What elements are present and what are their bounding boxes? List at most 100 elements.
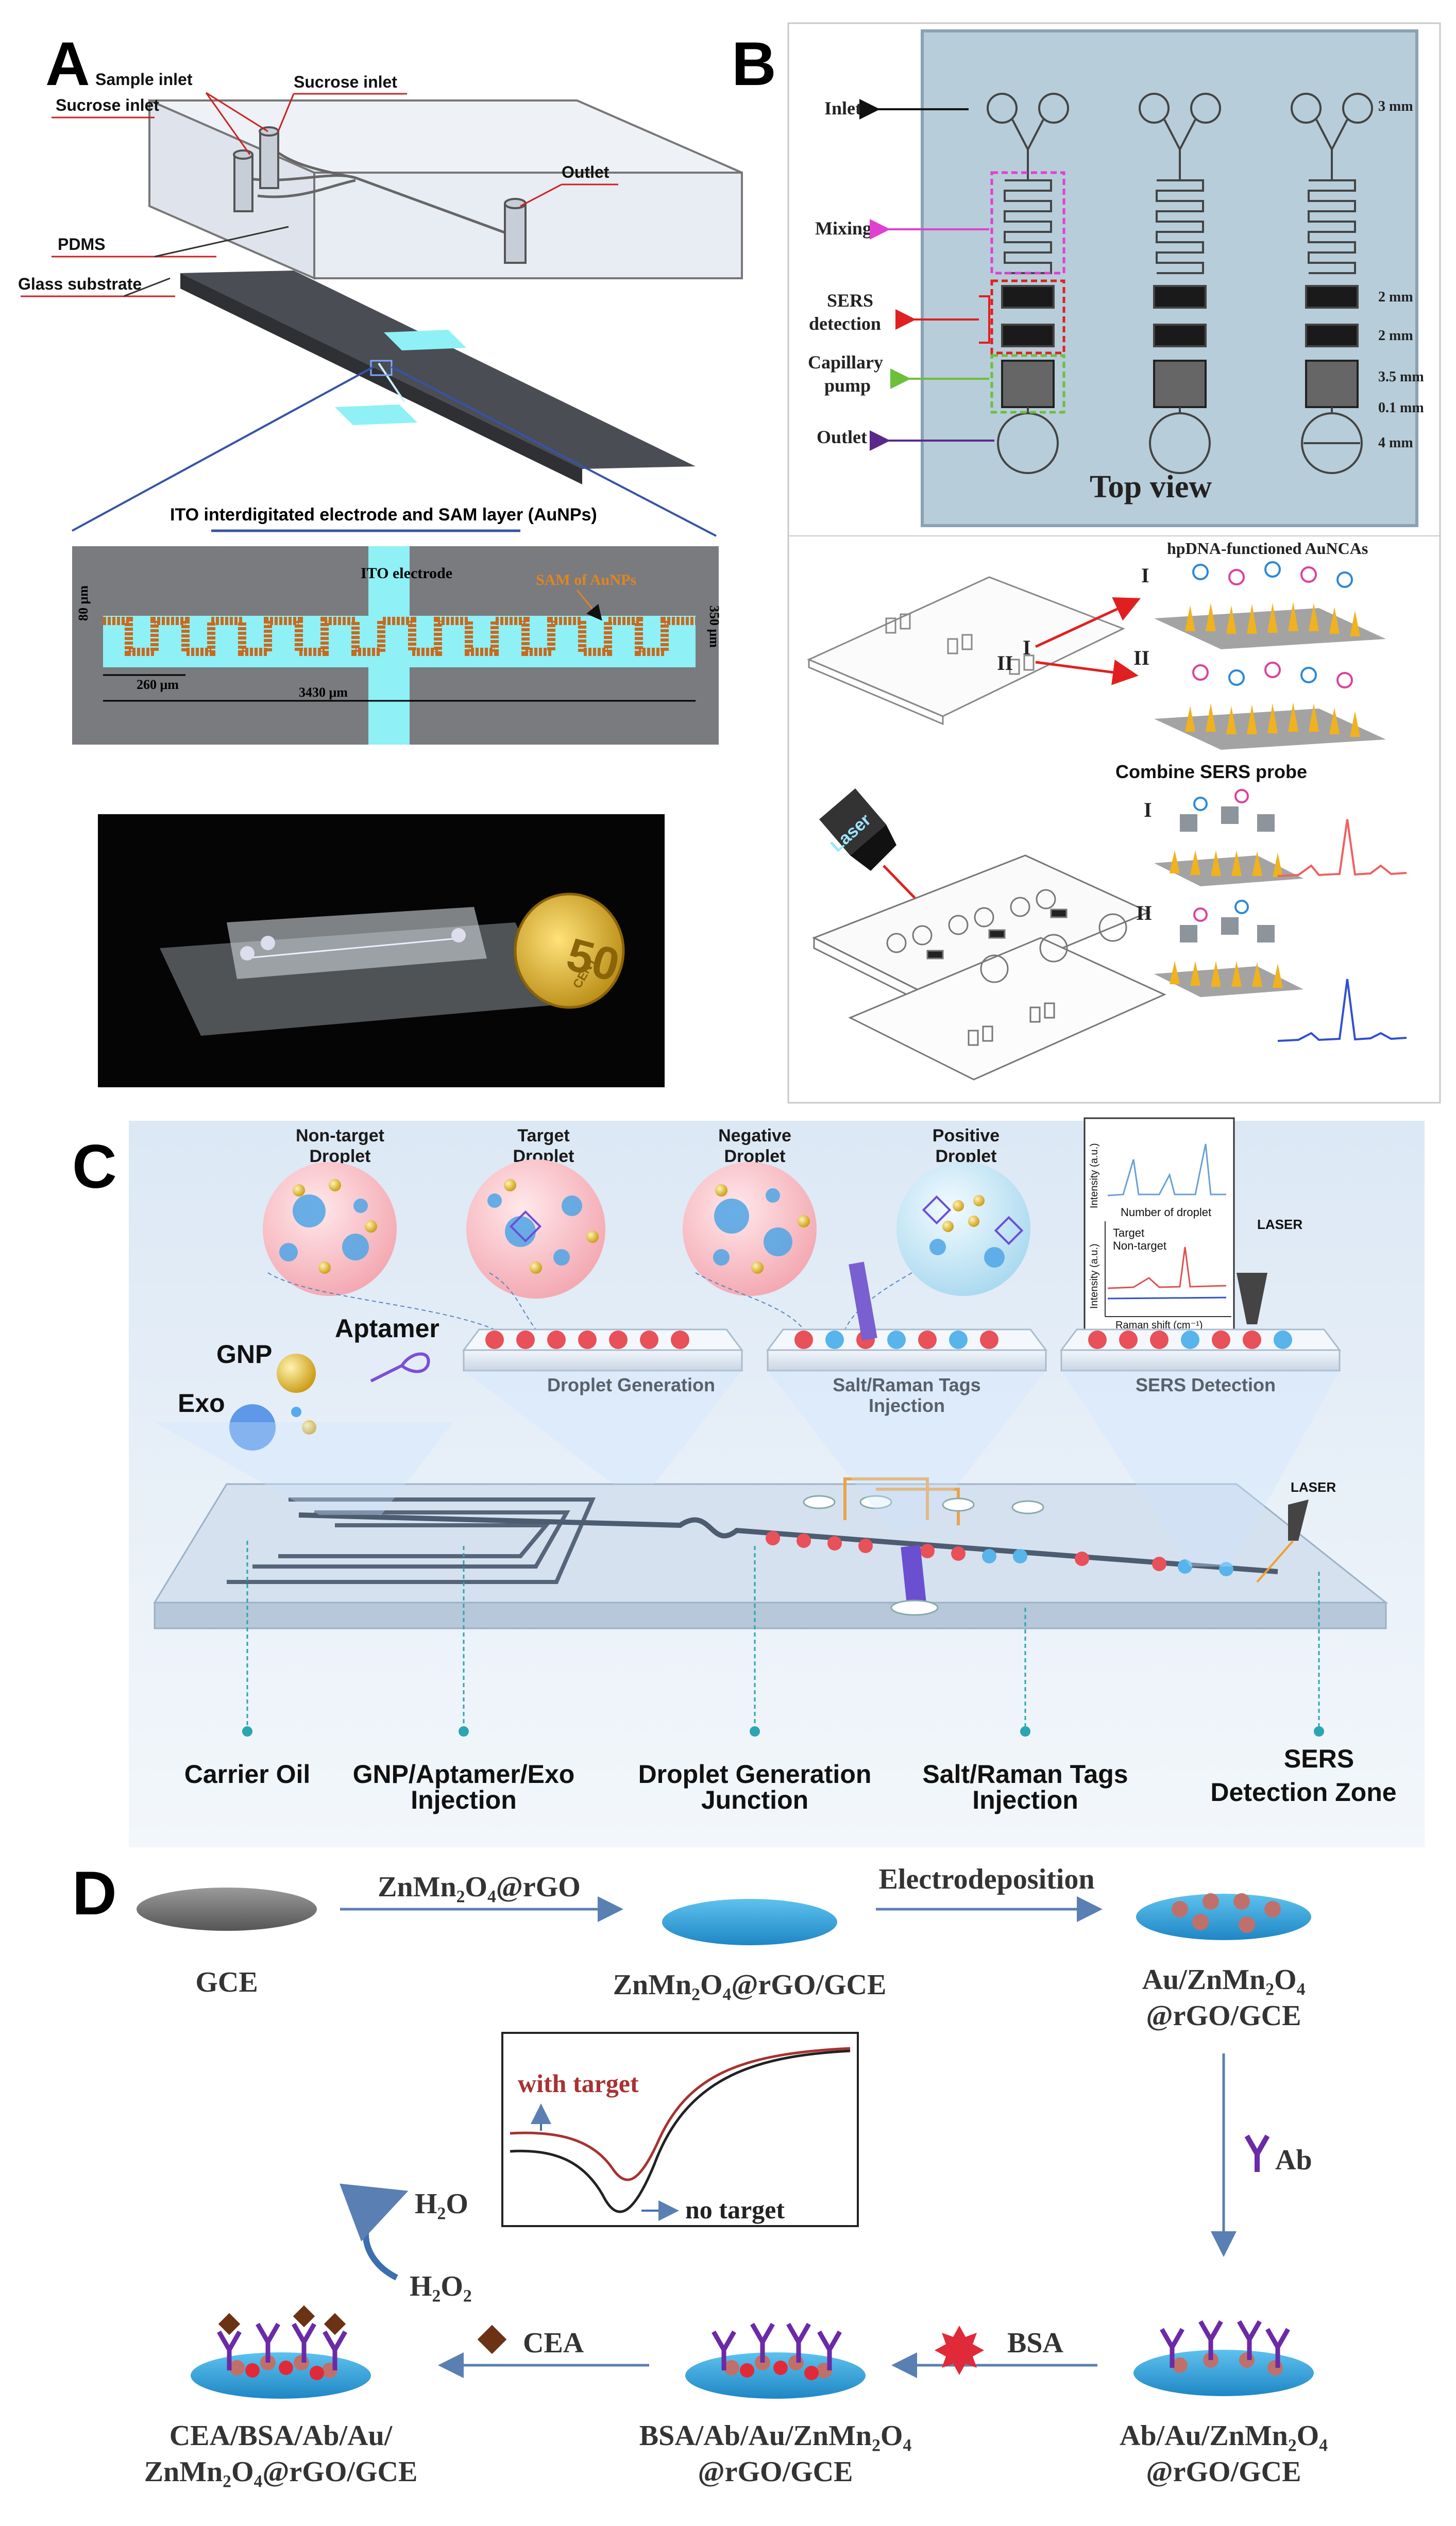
channel-1 — [987, 93, 1069, 474]
channel-designs — [987, 93, 1373, 474]
dim-4mm: 4 mm — [1378, 435, 1413, 451]
inset-y-bottom: Intensity (a.u.) — [1089, 1243, 1100, 1309]
panel-a-letter: A — [45, 29, 90, 98]
inset-target: Target — [1113, 1226, 1144, 1239]
salt-raman-label-2: Injection — [869, 1395, 945, 1416]
with-target-curve — [510, 2047, 851, 2181]
roman-i-chip: I — [1023, 636, 1031, 659]
inset-x-top: Number of droplet — [1121, 1206, 1211, 1219]
droplet-generation-label: Droplet Generation — [547, 1374, 715, 1395]
salt-injection-label-2: Injection — [972, 1786, 1078, 1814]
combine-label: Combine SERS probe — [1115, 761, 1307, 782]
sers-detection-label-2: detection — [809, 313, 881, 334]
laser-top-label: LASER — [1257, 1217, 1302, 1232]
cea-icon — [477, 2325, 507, 2354]
main-chip: LASER — [153, 1477, 1389, 1629]
electrode4-label-2: @rGO/GCE — [1146, 2456, 1301, 2488]
panel-d-letter: D — [72, 1859, 117, 1928]
inset-y-top: Intensity (a.u.) — [1089, 1143, 1100, 1208]
capillary-label-1: Capillary — [808, 352, 883, 373]
aptamer-label: Aptamer — [335, 1314, 439, 1343]
step1-arrow-label: ZnMn₂O₄@rGO — [378, 1871, 581, 1903]
electrode5-label-2: @rGO/GCE — [698, 2456, 853, 2488]
spectrum-i — [1277, 819, 1407, 877]
electrode6-label-1: CEA/BSA/Ab/Au/ — [170, 2420, 393, 2452]
dim-2mm-a: 2 mm — [1378, 289, 1413, 305]
dim-0-1mm: 0.1 mm — [1378, 400, 1424, 416]
panel-b: B — [732, 22, 1441, 1104]
pdms-label: PDMS — [58, 235, 105, 254]
sers-detection-c-label: SERS Detection — [1136, 1374, 1276, 1395]
channel-2 — [1139, 93, 1221, 474]
no-target-curve — [510, 2049, 851, 2213]
gce-label: GCE — [195, 1966, 258, 1998]
catalysis-arrow — [340, 2183, 409, 2281]
with-target-label: with target — [518, 2069, 639, 2098]
salt-raman-label-1: Salt/Raman Tags — [833, 1374, 980, 1395]
inlet-posts — [233, 126, 527, 264]
sers-zone-label-1: SERS — [1284, 1744, 1354, 1773]
sers-zone-label-2: Detection Zone — [1210, 1778, 1396, 1807]
au-electrode — [1136, 1893, 1311, 1940]
positive-droplet — [896, 1162, 1030, 1296]
panel-c: C Non-target Droplet Target Droplet Nega… — [72, 1117, 1425, 1847]
gnp-injection-label-1: GNP/Aptamer/Exo — [353, 1760, 575, 1789]
junction-label-2: Junction — [701, 1786, 808, 1814]
roman-ii-chip: II — [997, 651, 1013, 675]
no-target-label: no target — [685, 2195, 785, 2224]
gce-electrode — [137, 1888, 317, 1931]
device-photo: 50 CENT — [98, 814, 665, 1087]
dim-3430: 3430 μm — [299, 685, 348, 700]
inset-x-bottom: Raman shift (cm⁻¹) — [1115, 1320, 1203, 1331]
aunca-substrate-i — [1154, 561, 1386, 649]
dim-350: 350 μm — [707, 605, 722, 648]
probe-substrate-i — [1154, 789, 1303, 886]
h2o-label: H₂O — [415, 2188, 468, 2220]
chip-3d-upper — [807, 576, 1125, 726]
ito-title: ITO interdigitated electrode and SAM lay… — [170, 505, 597, 525]
h2o2-label: H₂O₂ — [410, 2270, 472, 2302]
capillary-label-2: pump — [824, 375, 871, 396]
dim-260: 260 μm — [137, 677, 179, 692]
panel-d: D GCE ZnMn₂O₄@rGO ZnMn₂O₄@rGO/GCE Electr… — [72, 1859, 1328, 2488]
gnp-particle — [277, 1354, 316, 1393]
inlet-label: Inlet — [824, 98, 861, 119]
top-view-title: Top view — [1090, 469, 1212, 504]
roman-ii-probe: II — [1136, 901, 1152, 924]
znmn-electrode — [662, 1899, 837, 1945]
electrode3-label-2: @rGO/GCE — [1146, 2000, 1301, 2032]
junction-label-1: Droplet Generation — [638, 1760, 872, 1789]
ito-electrode-label: ITO electrode — [361, 565, 452, 582]
panel-c-letter: C — [72, 1132, 117, 1201]
electrode5-label-1: BSA/Ab/Au/ZnMn₂O₄ — [639, 2420, 912, 2452]
target-droplet — [466, 1159, 605, 1299]
reagents: GNP Aptamer Exo — [178, 1314, 439, 1451]
panel-b-letter: B — [732, 29, 776, 98]
carrier-oil-label: Carrier Oil — [184, 1760, 311, 1789]
bsa-icon — [935, 2326, 984, 2375]
probe-substrate-ii — [1154, 900, 1303, 997]
roman-ii-label: II — [1133, 646, 1149, 669]
chip-3d-lower — [812, 854, 1166, 1081]
gnp-injection-label-2: Injection — [411, 1786, 517, 1814]
spectrum-ii — [1277, 979, 1407, 1042]
glass-substrate-label: Glass substrate — [18, 275, 142, 293]
bsa-label: BSA — [1007, 2327, 1063, 2359]
panel-a: A Sample inlet Sucrose inlet Sucrose inl… — [18, 29, 743, 1087]
dim-80: 80 μm — [76, 585, 91, 621]
panel-a-leader-black — [123, 226, 289, 297]
bsa-electrode — [685, 2322, 866, 2399]
sers-detection-label-1: SERS — [827, 290, 873, 311]
salt-injection-label-1: Salt/Raman Tags — [922, 1760, 1128, 1789]
sucrose-inlet-left-label: Sucrose inlet — [56, 96, 159, 114]
ab-label: Ab — [1275, 2144, 1312, 2176]
inset-nontarget: Non-target — [1113, 1239, 1166, 1252]
dim-3-5mm: 3.5 mm — [1378, 369, 1424, 385]
ab-electrode — [1133, 2320, 1314, 2396]
aunca-substrate-ii — [1154, 662, 1386, 750]
sam-label: SAM of AuNPs — [536, 571, 636, 588]
dim-2mm-b: 2 mm — [1378, 328, 1413, 344]
stage-platforms — [462, 1261, 1341, 1372]
dim-3mm: 3 mm — [1378, 98, 1413, 114]
